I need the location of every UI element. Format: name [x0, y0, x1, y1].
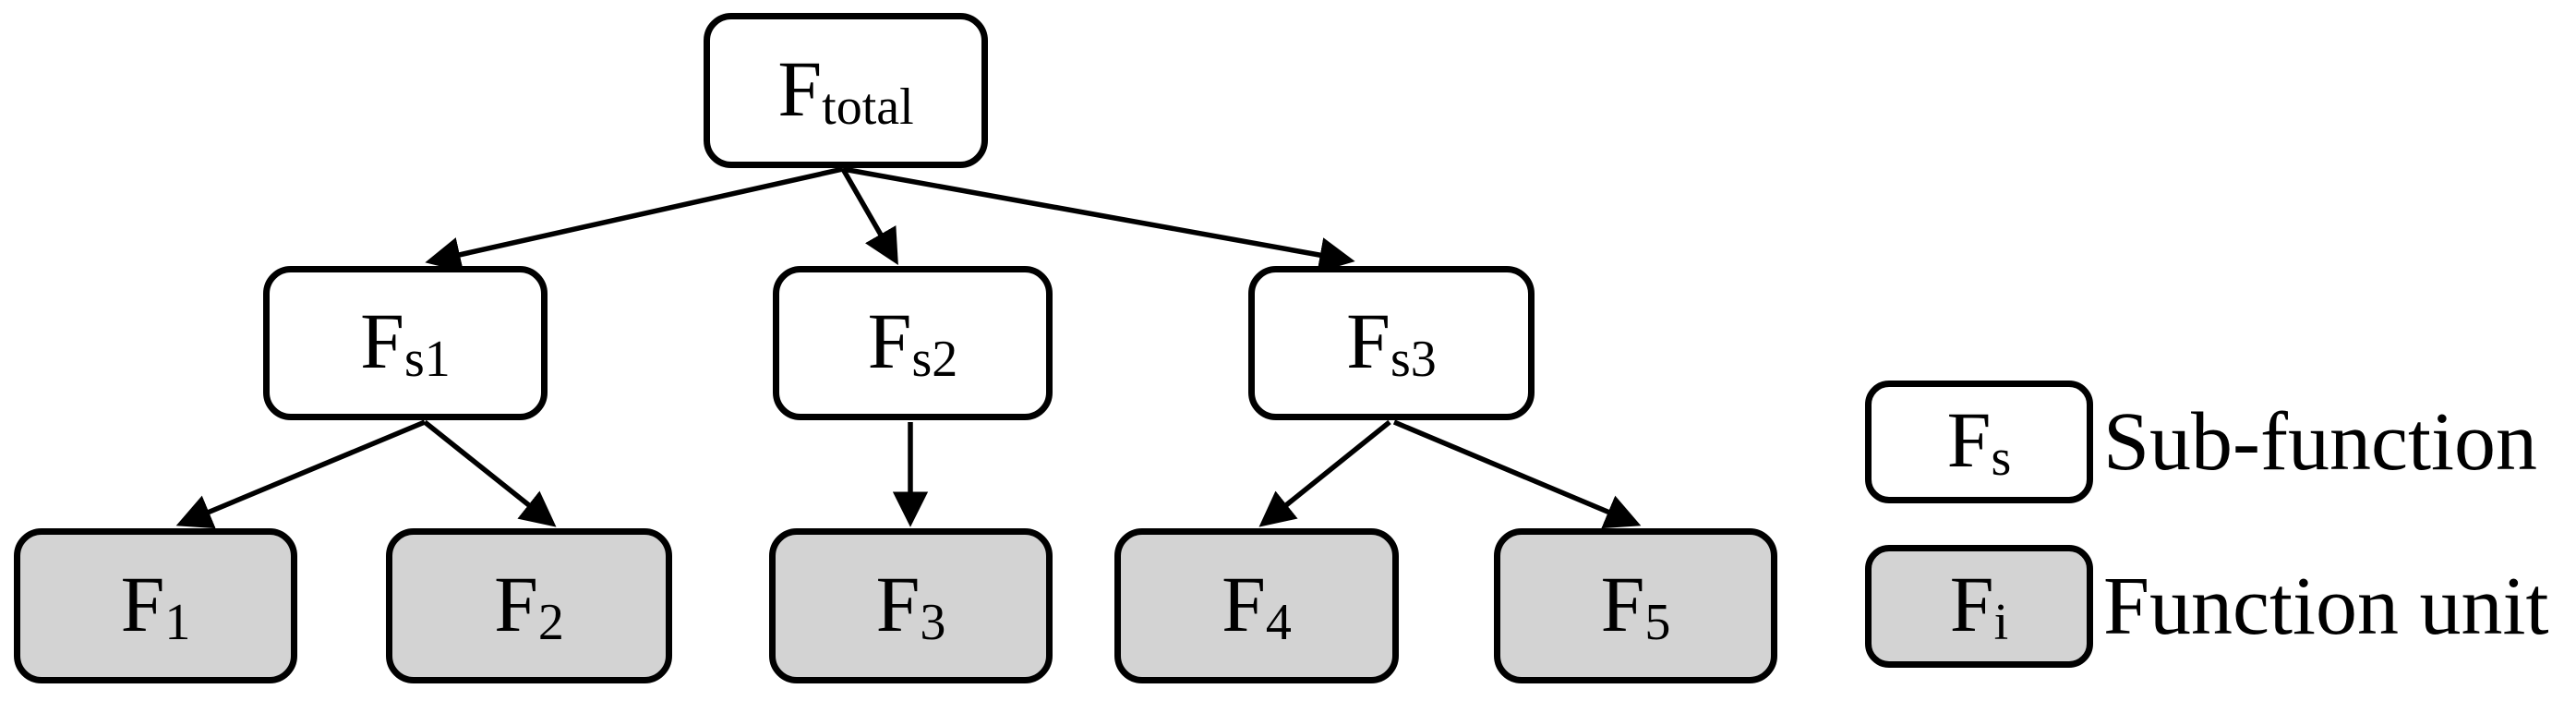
- legend-function-unit-box: Fi: [1865, 545, 2093, 668]
- legend-sub-function-label: Sub-function: [2103, 396, 2537, 488]
- node-f-1: F1: [14, 528, 297, 683]
- edge-fs3-f5: [1392, 419, 1642, 529]
- legend-function-unit-box-label: Fi: [1949, 560, 2009, 651]
- node-f-s3: Fs3: [1248, 266, 1535, 420]
- node-f-s1: Fs1: [263, 266, 548, 420]
- edge-fs1-f2: [423, 419, 557, 527]
- node-f-4: F4: [1114, 528, 1399, 683]
- edge-fs3-f4: [1258, 419, 1391, 527]
- node-f-s3-label: Fs3: [1346, 296, 1437, 388]
- node-f-1-label: F1: [120, 559, 191, 651]
- edge-ftotal-fs3: [842, 166, 1355, 273]
- node-f-total-label: Ftotal: [777, 43, 914, 136]
- node-f-3: F3: [769, 528, 1053, 683]
- node-f-5-label: F5: [1600, 559, 1671, 651]
- legend-function-unit-label: Function unit: [2103, 561, 2549, 652]
- node-f-3-label: F3: [875, 559, 946, 651]
- node-f-2: F2: [386, 528, 672, 683]
- node-f-s2: Fs2: [773, 266, 1053, 420]
- node-f-4-label: F4: [1222, 559, 1292, 651]
- node-f-s1-label: Fs1: [360, 296, 451, 388]
- edge-ftotal-fs2: [840, 167, 898, 266]
- node-f-s2-label: Fs2: [867, 296, 958, 388]
- legend-sub-function-box: Fs: [1865, 381, 2093, 503]
- node-f-5: F5: [1494, 528, 1777, 683]
- edge-fs1-f1: [175, 419, 427, 529]
- node-f-total: Ftotal: [704, 13, 988, 168]
- edge-ftotal-fs1: [425, 166, 844, 272]
- legend-sub-function-box-label: Fs: [1946, 395, 2012, 487]
- node-f-2-label: F2: [494, 559, 564, 651]
